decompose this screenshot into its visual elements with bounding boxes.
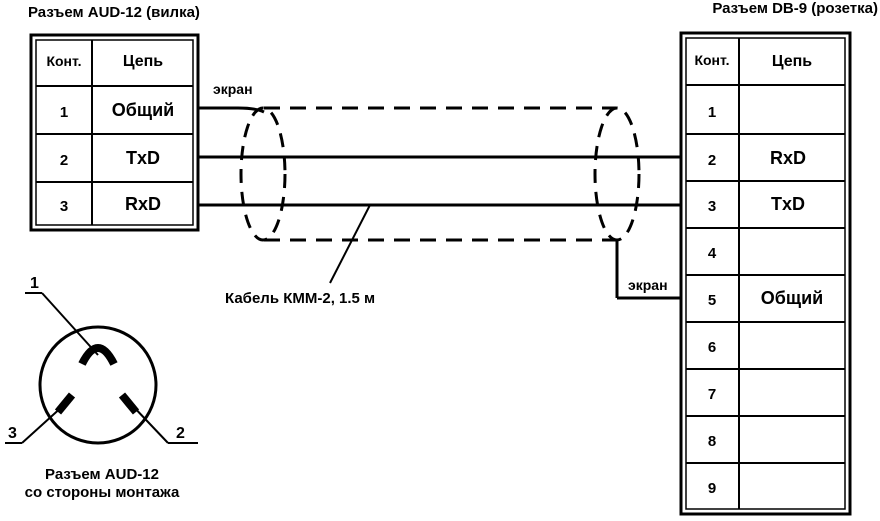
- pin-2-contact: [118, 392, 140, 415]
- right-connector-title: Разъем DB-9 (розетка): [712, 0, 878, 17]
- pin-1-label: 1: [30, 275, 39, 292]
- pinout-caption-line1: Разъем AUD-12: [45, 466, 159, 483]
- pin-3-label: 3: [8, 425, 17, 442]
- pin-2-label: 2: [176, 425, 185, 442]
- shield-lead-left-curve: [237, 106, 265, 114]
- left-table-outer-border: [29, 33, 200, 232]
- shield-left-end: [239, 106, 287, 242]
- right-row-circuit: TxD: [771, 194, 805, 214]
- right-row-contact: 2: [708, 152, 716, 169]
- right-row-circuit: Общий: [761, 288, 823, 308]
- left-row-circuit: RxD: [125, 194, 161, 214]
- right-row-contact: 3: [708, 198, 716, 215]
- shield-right-end: [593, 106, 641, 242]
- left-row-circuit: Общий: [112, 100, 174, 120]
- pin-1-contact: [78, 344, 118, 366]
- shield-label-left: экран: [213, 81, 253, 97]
- right-row-contact: 1: [708, 104, 716, 121]
- pinout-circle: [38, 325, 158, 445]
- right-connector-table: [679, 31, 852, 516]
- left-connector-table: [29, 33, 200, 232]
- right-row-contact: 8: [708, 433, 716, 450]
- right-row-circuit: RxD: [770, 148, 806, 168]
- pinout-caption-line2: со стороны монтажа: [25, 484, 180, 501]
- cable-label: Кабель КММ-2, 1.5 м: [225, 290, 375, 307]
- cable: [198, 106, 681, 300]
- right-row-contact: 7: [708, 386, 716, 403]
- left-row-contact: 3: [60, 198, 68, 215]
- right-header-circuit: Цепь: [772, 53, 812, 70]
- pinout-front-view: [5, 292, 198, 445]
- left-row-contact: 1: [60, 104, 68, 121]
- left-header-circuit: Цепь: [123, 53, 163, 70]
- left-table-inner-border: [35, 39, 194, 226]
- right-row-contact: 5: [708, 292, 716, 309]
- left-header-contact: Конт.: [46, 53, 81, 69]
- right-row-contact: 9: [708, 480, 716, 497]
- right-row-contact: 4: [708, 245, 717, 262]
- left-connector-title: Разъем AUD-12 (вилка): [28, 4, 200, 21]
- shield-label-right: экран: [628, 277, 668, 293]
- pin-2-leader: [129, 402, 169, 444]
- right-table-inner-border: [685, 37, 846, 510]
- left-row-contact: 2: [60, 152, 68, 169]
- right-row-contact: 6: [708, 339, 716, 356]
- right-table-outer-border: [679, 31, 852, 516]
- left-row-circuit: TxD: [126, 148, 160, 168]
- right-header-contact: Конт.: [694, 52, 729, 68]
- pin-3-leader: [21, 404, 65, 444]
- pin-1-leader: [41, 292, 99, 356]
- cable-label-leader: [329, 204, 371, 284]
